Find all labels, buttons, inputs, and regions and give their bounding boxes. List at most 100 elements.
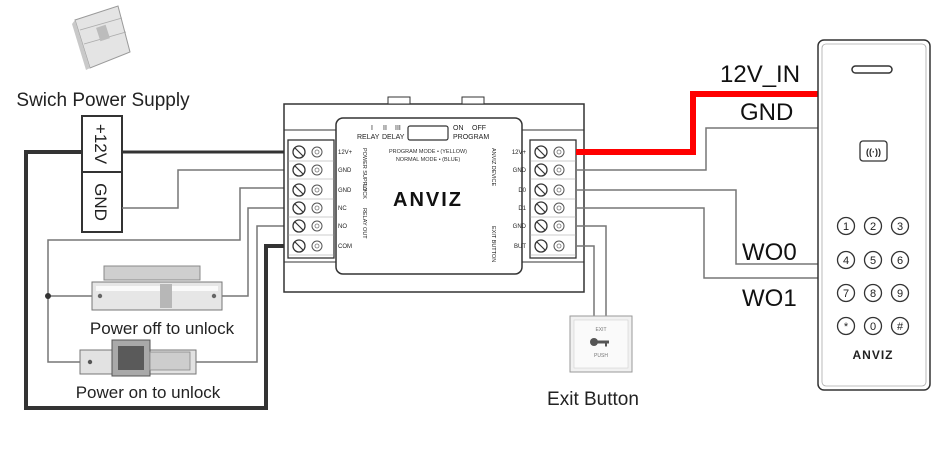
right-terminal-3: D0 <box>518 183 576 200</box>
keypad-key-3[interactable]: 3 <box>890 216 910 236</box>
left-terminal-label-3: GND <box>338 188 352 194</box>
dip-switch <box>407 125 449 141</box>
program-mode-text: PROGRAM MODE • (YELLOW) <box>389 149 467 155</box>
keypad-key-1[interactable]: 1 <box>836 216 856 236</box>
keypad-key-label: 7 <box>843 288 849 300</box>
lock-power-off-label: Power off to unlock <box>90 319 235 338</box>
left-terminal-5: NO <box>288 219 347 236</box>
keypad-key-11[interactable]: 0 <box>863 316 883 336</box>
relay-numeral-1: I <box>371 125 373 132</box>
keypad: 1 2 3 4 5 6 7 8 9 * 0 # <box>836 216 910 336</box>
wire-ps-gnd <box>122 169 293 209</box>
right-terminal-4: D1 <box>518 201 576 218</box>
wire-no <box>195 225 293 363</box>
wire-exit-but <box>576 245 595 318</box>
wire-gnd-reader <box>576 127 820 171</box>
right-terminal-label-6: BUT <box>514 244 526 250</box>
label-wo1: WO1 <box>742 285 797 312</box>
keypad-key-8[interactable]: 8 <box>863 283 883 303</box>
wire-12v-in <box>576 91 820 155</box>
power-supply-device: Swich Power Supply +12V GND <box>16 5 190 233</box>
wire-exit-gnd <box>576 225 607 318</box>
keypad-key-label: * <box>844 321 849 333</box>
reader-brand-logo: ANVIZ <box>853 348 894 362</box>
right-terminal-label-1: 12V+ <box>512 150 527 156</box>
left-terminal-label-1: 12V+ <box>338 150 353 156</box>
key-icon <box>590 338 598 346</box>
lock-power-on-label: Power on to unlock <box>76 383 221 402</box>
left-terminal-4: NC <box>288 201 347 218</box>
label-12v-in: 12V_IN <box>720 61 800 88</box>
wire-wo0 <box>576 189 820 265</box>
relay-label: RELAY <box>357 134 380 141</box>
relay-numeral-3: III <box>395 125 401 132</box>
wire-lock-gnd <box>47 187 293 296</box>
program-label: PROGRAM <box>453 134 489 141</box>
keypad-key-2[interactable]: 2 <box>863 216 883 236</box>
right-terminal-6: BUT <box>514 239 576 256</box>
right-terminal-label-5: GND <box>513 224 527 230</box>
keypad-key-label: 9 <box>897 288 903 300</box>
wire-wo1 <box>576 207 820 279</box>
group-relay-out: RELAY OUT <box>361 208 367 239</box>
keypad-key-label: # <box>897 321 904 333</box>
keypad-key-6[interactable]: 6 <box>890 250 910 270</box>
right-terminal-label-2: GND <box>513 168 527 174</box>
exit-button-device: EXIT PUSH <box>569 315 633 373</box>
relay-numeral-2: II <box>383 125 387 132</box>
keypad-key-9[interactable]: 9 <box>890 283 910 303</box>
label-gnd: GND <box>740 99 793 126</box>
exit-plate-text-top: EXIT <box>595 327 606 333</box>
keypad-key-label: 5 <box>870 255 876 267</box>
keypad-key-label: 1 <box>843 221 849 233</box>
exit-plate-text-bottom: PUSH <box>594 353 608 359</box>
reader-led-slot <box>851 65 893 74</box>
power-supply-plus-label: +12V <box>91 124 110 165</box>
keypad-key-label: 4 <box>843 255 849 267</box>
right-terminal-label-4: D1 <box>518 206 526 212</box>
left-terminal-6: COM <box>288 239 352 256</box>
rfid-icon <box>859 140 888 162</box>
left-terminal-block: 12V+ GND GND NC NO COM <box>287 139 353 259</box>
group-lock: LOCK <box>361 184 367 199</box>
power-supply-image <box>72 5 131 70</box>
left-wiring <box>24 150 293 410</box>
wire-ps-plus-to-com <box>24 150 293 410</box>
keypad-key-10[interactable]: * <box>836 316 856 336</box>
group-anviz-device: ANVIZ DEVICE <box>490 148 496 187</box>
keypad-key-7[interactable]: 7 <box>836 283 856 303</box>
keypad-key-label: 8 <box>870 288 876 300</box>
right-terminal-2: GND <box>513 163 576 180</box>
controller-panel <box>335 117 523 275</box>
left-terminal-1: 12V+ <box>288 145 353 162</box>
left-terminal-label-5: NO <box>338 224 347 230</box>
controller-brand-logo: ANVIZ <box>393 189 463 211</box>
left-terminal-3: GND <box>288 183 352 200</box>
right-terminal-1: 12V+ <box>512 145 576 162</box>
right-wiring <box>576 91 820 318</box>
rfid-symbol: ((·)) <box>866 147 881 157</box>
power-supply-title: Swich Power Supply <box>16 90 190 111</box>
left-terminal-label-4: NC <box>338 206 347 212</box>
lock-power-off <box>91 265 223 311</box>
keypad-key-4[interactable]: 4 <box>836 250 856 270</box>
keypad-key-label: 6 <box>897 255 903 267</box>
label-wo0: WO0 <box>742 239 797 266</box>
on-label: ON <box>453 125 464 132</box>
access-controller: I II III RELAY DELAY ON OFF PROGRAM PROG… <box>283 96 585 293</box>
keypad-key-5[interactable]: 5 <box>863 250 883 270</box>
keypad-key-label: 3 <box>897 221 903 233</box>
normal-mode-text: NORMAL MODE • (BLUE) <box>396 157 461 163</box>
keypad-key-12[interactable]: # <box>890 316 910 336</box>
off-label: OFF <box>472 125 486 132</box>
group-power-supply: POWER SUPPLY <box>361 148 367 192</box>
left-terminal-label-6: COM <box>338 244 352 250</box>
group-exit-button: EXIT BUTTON <box>490 226 496 262</box>
left-terminal-2: GND <box>288 163 352 180</box>
right-terminal-label-3: D0 <box>518 188 526 194</box>
right-terminal-5: GND <box>513 219 576 236</box>
power-supply-terminal-block <box>81 115 123 233</box>
left-terminal-label-2: GND <box>338 168 352 174</box>
